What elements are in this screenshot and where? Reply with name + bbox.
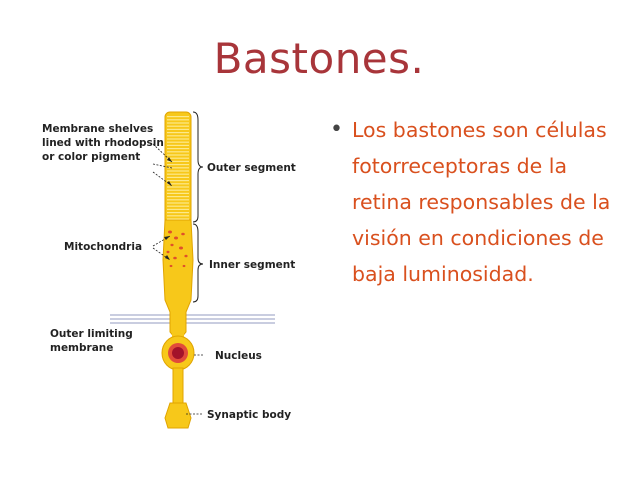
membrane-shelf: [167, 141, 189, 143]
mitochondria-dots: [166, 230, 188, 268]
membrane-shelf: [167, 138, 189, 140]
membrane-shelf: [167, 116, 189, 118]
membrane-shelves: [167, 116, 189, 220]
label-mitochondria: Mitochondria: [64, 241, 142, 253]
membrane-shelf: [167, 132, 189, 134]
membrane-shelf: [167, 160, 189, 162]
segment-brackets: [192, 111, 204, 303]
membrane-shelf: [167, 205, 189, 207]
membrane-shelf: [167, 199, 189, 201]
label-membrane-line1: Membrane shelves: [42, 123, 153, 135]
slide-title: Bastones.: [213, 34, 425, 83]
membrane-shelf: [167, 218, 189, 220]
membrane-shelf: [167, 148, 189, 150]
membrane-shelf: [167, 144, 189, 146]
membrane-shelf: [167, 196, 189, 198]
membrane-shelf: [167, 208, 189, 210]
membrane-shelf: [167, 176, 189, 178]
rod-cell-diagram: Membrane shelves lined with rhodopsin or…: [42, 111, 296, 429]
nucleus: [168, 343, 188, 363]
membrane-shelf: [167, 125, 189, 127]
bullet-text: Los bastones son células fotorreceptoras…: [352, 118, 611, 286]
membrane-shelf: [167, 192, 189, 194]
membrane-shelf: [167, 154, 189, 156]
membrane-shelf: [167, 183, 189, 185]
membrane-shelf: [167, 215, 189, 217]
rod-cell: [161, 111, 195, 429]
bullet-item: • Los bastones son células fotorreceptor…: [330, 112, 620, 292]
membrane-shelf: [167, 135, 189, 137]
label-outer-segment: Outer segment: [207, 162, 296, 174]
membrane-shelf: [167, 122, 189, 124]
label-nucleus: Nucleus: [215, 350, 262, 362]
label-membrane-line3: or color pigment: [42, 151, 140, 163]
membrane-shelf: [167, 189, 189, 191]
membrane-shelf: [167, 180, 189, 182]
label-outer-limiting-line2: membrane: [50, 342, 113, 354]
membrane-shelf: [167, 167, 189, 169]
label-membrane-line2: lined with rhodopsin: [42, 137, 164, 149]
membrane-shelf: [167, 128, 189, 130]
membrane-shelf: [167, 151, 189, 153]
membrane-shelf: [167, 164, 189, 166]
label-outer-limiting-line1: Outer limiting: [50, 328, 133, 340]
membrane-shelf: [167, 119, 189, 121]
arrow-heads: [164, 157, 172, 260]
membrane-shelf: [167, 202, 189, 204]
membrane-shelf: [167, 173, 189, 175]
membrane-shelf: [167, 212, 189, 214]
outer-limiting-membrane: [110, 314, 275, 324]
membrane-shelf: [167, 157, 189, 159]
label-inner-segment: Inner segment: [209, 259, 295, 271]
membrane-shelf: [167, 170, 189, 172]
synaptic-body-shape: [164, 402, 192, 429]
label-synaptic-body: Synaptic body: [207, 409, 291, 421]
membrane-shelf: [167, 186, 189, 188]
bullet-icon: •: [330, 117, 343, 142]
